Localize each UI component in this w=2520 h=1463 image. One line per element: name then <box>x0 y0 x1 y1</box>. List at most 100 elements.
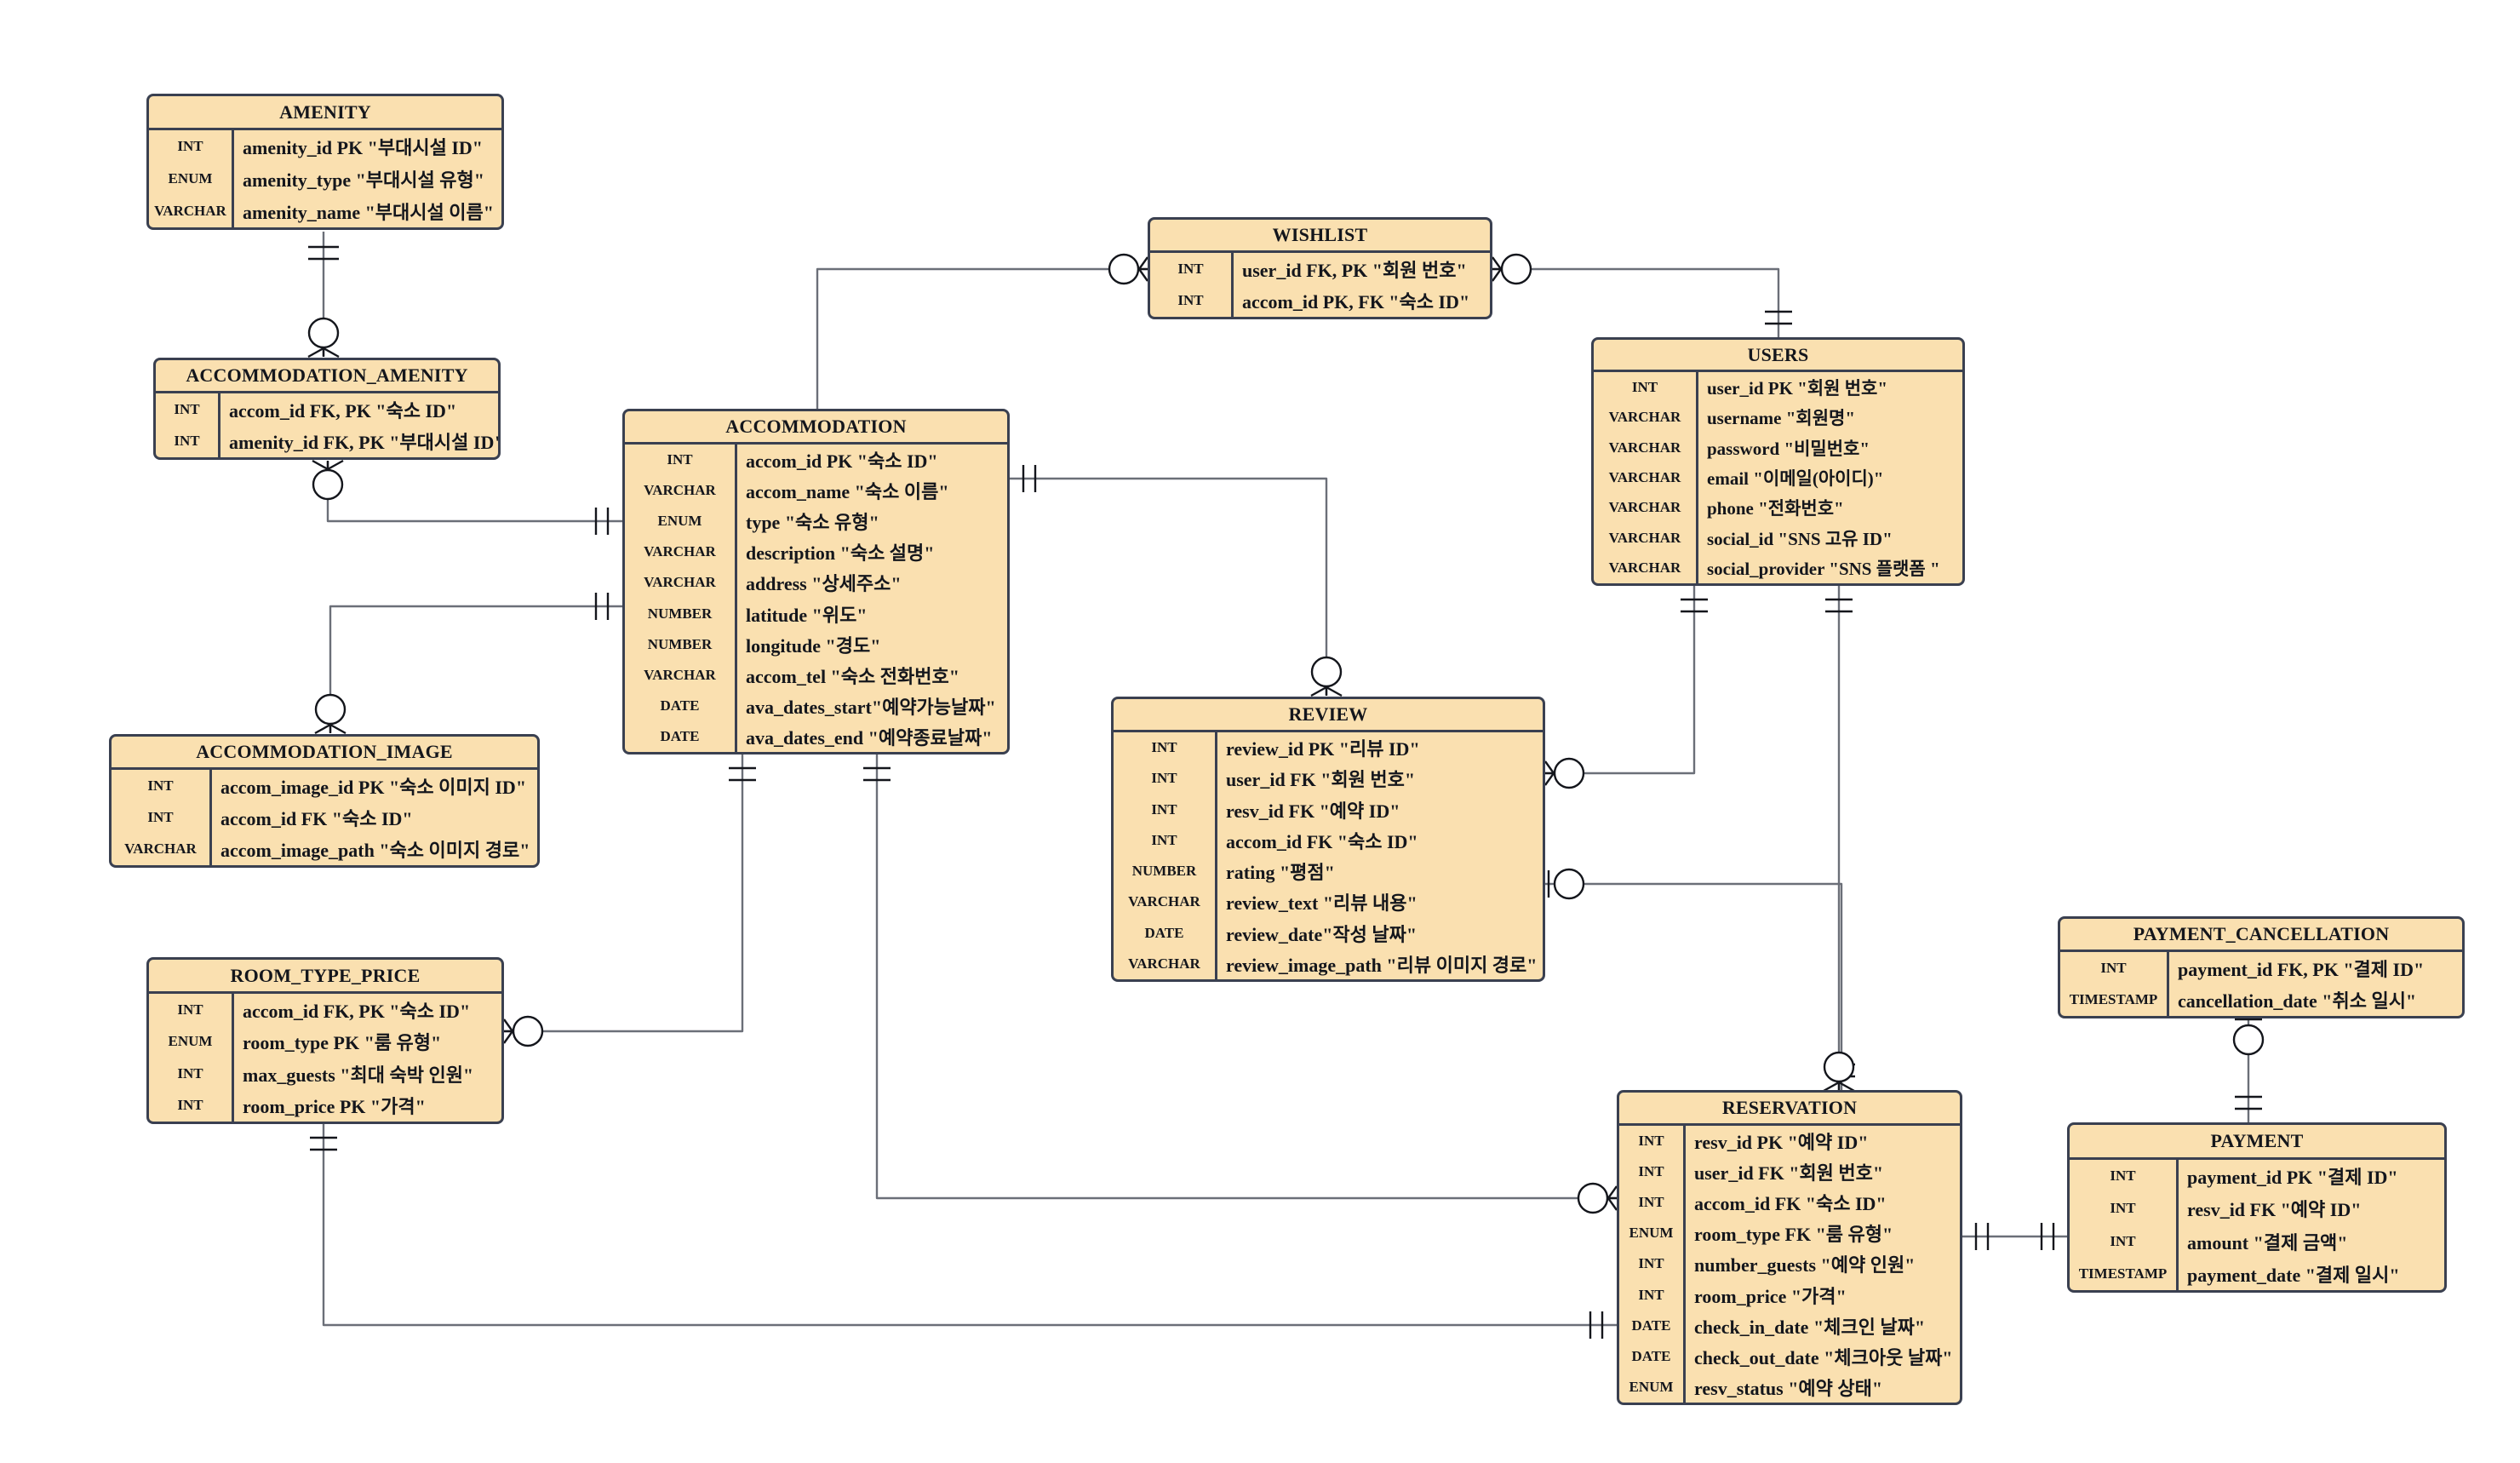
attribute-name: accom_tel "숙소 전화번호" <box>746 665 959 687</box>
attribute-name: review_text "리뷰 내용" <box>1226 892 1418 915</box>
attribute-datatype: VARCHAR <box>149 195 234 227</box>
attribute-datatype: INT <box>1114 824 1217 856</box>
entity-title-wishlist: WISHLIST <box>1150 220 1490 253</box>
attribute-name: rating "평점" <box>1226 862 1335 884</box>
attribute-datatype: VARCHAR <box>1594 462 1698 493</box>
attribute-row[interactable]: VARCHAR email "이메일(아이디)" <box>1594 462 1962 493</box>
attribute-name: accom_id PK, FK "숙소 ID" <box>1242 291 1470 313</box>
entity-title-accommodation: ACCOMMODATION <box>625 411 1007 445</box>
attribute-name: social_provider "SNS 플랫폼 " <box>1707 559 1940 580</box>
attribute-datatype: VARCHAR <box>625 567 737 599</box>
attribute-row[interactable]: VARCHAR accom_tel "숙소 전화번호" <box>625 659 1007 691</box>
entity-title-review: REVIEW <box>1114 699 1543 732</box>
attribute-name: amenity_id PK "부대시설 ID" <box>243 137 484 158</box>
attribute-datatype: DATE <box>625 690 737 721</box>
attribute-name: room_type FK "룸 유형" <box>1694 1224 1893 1246</box>
attribute-datatype: INT <box>149 994 234 1026</box>
attribute-name: review_date"작성 날짜" <box>1226 923 1418 945</box>
attribute-name: user_id FK "회원 번호" <box>1226 769 1416 791</box>
attribute-name: max_guests "최대 숙박 인원" <box>243 1064 474 1086</box>
attribute-datatype: VARCHAR <box>112 833 212 865</box>
attribute-datatype: NUMBER <box>625 628 737 660</box>
attribute-datatype: INT <box>2070 1160 2179 1193</box>
entity-title-room_type_price: ROOM_TYPE_PRICE <box>149 960 501 994</box>
attribute-datatype: TIMESTAMP <box>2070 1257 2179 1290</box>
attribute-datatype: INT <box>112 801 212 834</box>
attribute-datatype: DATE <box>1619 1310 1686 1341</box>
attribute-datatype: INT <box>1619 1187 1686 1219</box>
attribute-datatype: ENUM <box>625 506 737 537</box>
attribute-datatype: VARCHAR <box>625 659 737 691</box>
attribute-name: password "비밀번호" <box>1707 438 1870 459</box>
attribute-name: resv_id FK "예약 ID" <box>1226 800 1400 822</box>
attribute-name: email "이메일(아이디)" <box>1707 468 1884 489</box>
